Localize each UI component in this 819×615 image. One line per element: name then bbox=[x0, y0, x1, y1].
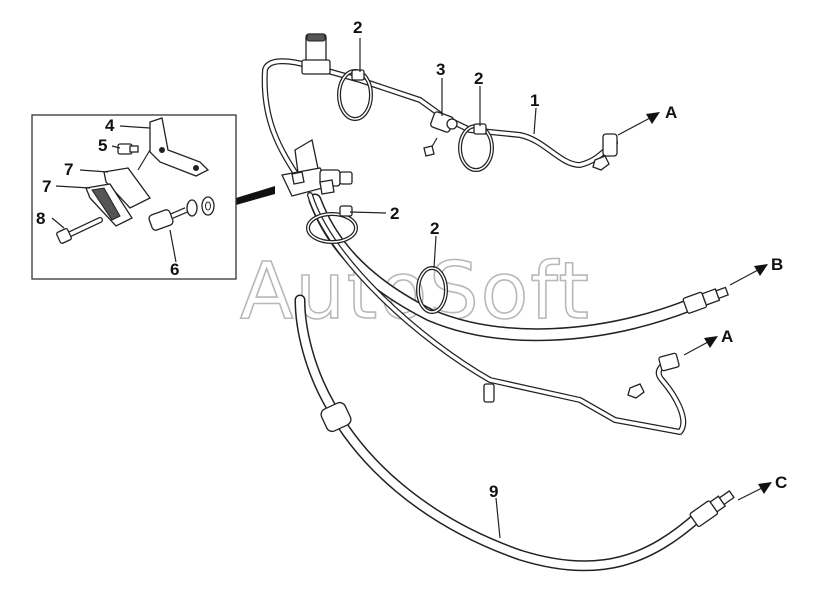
connection-arrows bbox=[617, 112, 772, 501]
clamp-lower bbox=[416, 266, 448, 314]
connection-label-c: C bbox=[775, 473, 787, 492]
watermark-text: AutoSoft bbox=[240, 247, 591, 337]
callout-2-top-right: 2 bbox=[474, 69, 483, 88]
pipe-1 bbox=[261, 33, 618, 183]
callout-8: 8 bbox=[36, 209, 45, 228]
detail-inset bbox=[31, 114, 237, 280]
leader-lines bbox=[349, 38, 537, 539]
callout-7-lower: 7 bbox=[42, 177, 51, 196]
detail-pointer-arrow bbox=[236, 186, 275, 205]
callout-5: 5 bbox=[98, 136, 107, 155]
callout-9: 9 bbox=[489, 482, 498, 501]
connection-label-a-middle: A bbox=[721, 327, 733, 346]
main-fitting-block bbox=[281, 138, 353, 197]
connection-label-a-top: A bbox=[665, 103, 677, 122]
clamp-middle bbox=[306, 205, 358, 244]
callout-2-middle: 2 bbox=[390, 204, 399, 223]
callout-4: 4 bbox=[105, 116, 115, 135]
hose-9 bbox=[294, 294, 735, 572]
callout-2-lower: 2 bbox=[430, 219, 439, 238]
callout-2-top-left: 2 bbox=[353, 18, 362, 37]
connection-label-b: B bbox=[771, 255, 783, 274]
callout-1: 1 bbox=[530, 91, 539, 110]
callout-6: 6 bbox=[170, 260, 179, 279]
callout-3: 3 bbox=[436, 60, 445, 79]
clamp-upper-right bbox=[458, 123, 494, 172]
clamp-upper-left bbox=[337, 69, 373, 121]
callout-7-upper: 7 bbox=[64, 160, 73, 179]
pipe-to-a-mid bbox=[307, 192, 687, 435]
